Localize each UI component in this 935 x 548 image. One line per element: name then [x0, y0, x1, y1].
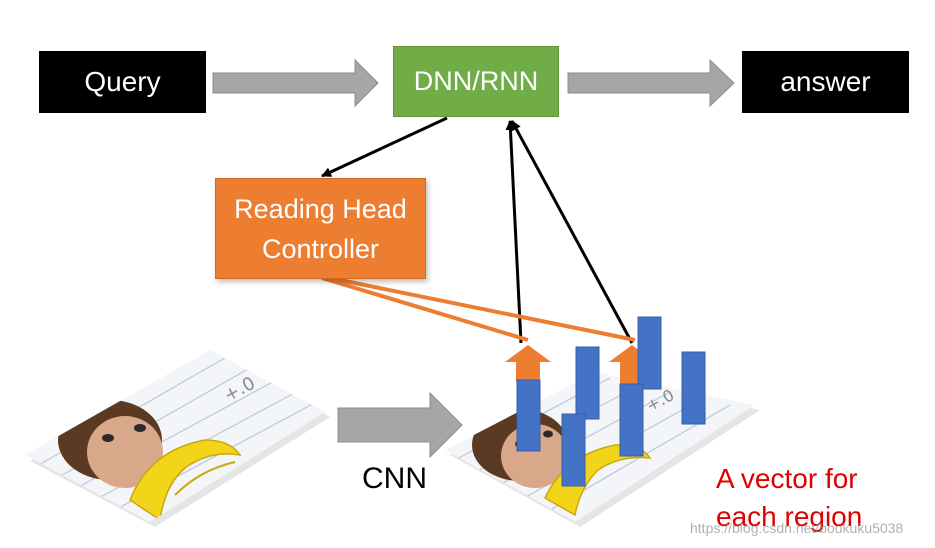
- query-to-dnn-arrow: [212, 58, 379, 108]
- vector2-to-dnn-arrow: [510, 120, 634, 344]
- controller-label-line2: Controller: [261, 233, 380, 264]
- vector-bar: [619, 383, 644, 457]
- vector-bar: [681, 351, 706, 425]
- answer-box: answer: [742, 51, 909, 113]
- read-arrow-1: [505, 345, 551, 382]
- input-image: +.0: [25, 350, 330, 527]
- vector1-to-dnn-arrow: [505, 120, 523, 344]
- reading-head-controller-box: Reading Head Controller: [215, 178, 426, 279]
- vector-bar: [637, 316, 662, 390]
- vector-annotation-line2: each region: [716, 501, 863, 532]
- dnn-rnn-label: DNN/RNN: [413, 66, 539, 96]
- vector-bar: [575, 346, 600, 420]
- vector-bar: [516, 379, 541, 452]
- attention-line-1: [321, 276, 529, 342]
- vector-annotation: A vector for each region: [716, 460, 862, 536]
- vector-bar: [561, 413, 586, 487]
- watermark: https://blog.csdn.net/boukuku5038: [690, 520, 904, 536]
- cnn-label: CNN: [362, 462, 427, 495]
- dnn-to-controller-arrow: [321, 116, 448, 178]
- query-label: Query: [84, 66, 161, 97]
- dnn-to-answer-arrow: [567, 58, 735, 108]
- vector-annotation-line1: A vector for: [716, 463, 858, 494]
- query-box: Query: [39, 51, 206, 113]
- controller-label-line1: Reading Head: [234, 193, 407, 224]
- region-vectors: [516, 316, 706, 487]
- answer-label: answer: [780, 66, 871, 97]
- feature-image: +.0: [445, 372, 760, 527]
- dnn-rnn-box: DNN/RNN: [393, 46, 559, 117]
- attention-line-2: [329, 276, 636, 342]
- cnn-arrow: [337, 391, 463, 459]
